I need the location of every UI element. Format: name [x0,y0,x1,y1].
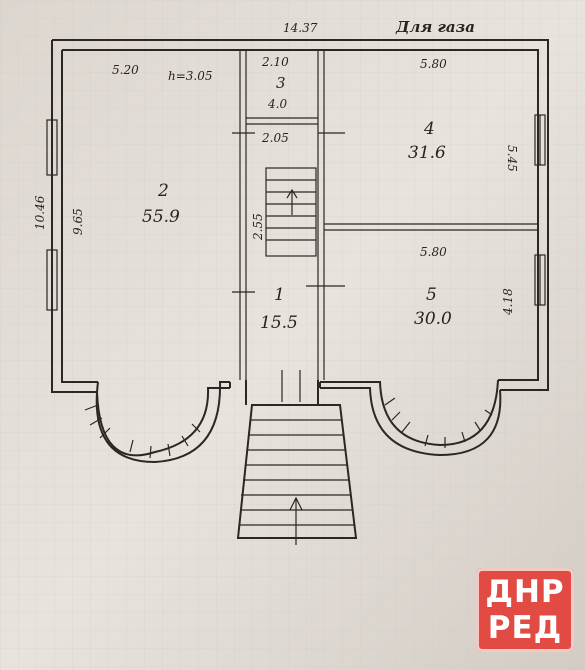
interior-walls [232,50,538,380]
dim-room2-top: 5.20 [112,63,139,77]
room-5-area: 30.0 [414,309,452,329]
windows [46,114,546,459]
dim-room4-side: 5.45 [505,145,519,172]
dim-overall-depth: 10.46 [33,195,47,230]
dim-total-width: 14.37 [283,21,318,35]
room-5-number: 5 [426,285,437,305]
dim-room5-side: 4.18 [501,288,515,316]
porch-staircase [236,370,358,545]
dim-room1-mid: 2.05 [261,131,289,145]
room-1-number: 1 [274,285,285,305]
room-4-number: 4 [423,119,435,139]
annotation-for-gas: Для газа [395,18,475,36]
dim-room3-top: 2.10 [261,55,289,69]
dim-room4-top: 5.80 [420,57,447,71]
dim-room2-side: 9.65 [71,208,85,235]
room-2-number: 2 [157,181,169,201]
room-2-area: 55.9 [142,207,180,227]
room-3-number: 3 [276,74,286,92]
room-4-area: 31.6 [408,143,446,163]
watermark-line2: РЕД [487,610,563,646]
dim-room5-top: 5.80 [420,245,447,259]
height-label: h=3.05 [168,69,213,83]
room-labels: 2 55.9 3 4.0 4 31.6 1 15.5 5 30.0 [142,74,452,333]
dim-stair-length: 2.55 [251,213,265,241]
watermark-logo: ДНР РЕД [476,568,574,652]
dimension-labels: 14.37 Для газа 5.20 h=3.05 2.10 5.80 2.0… [33,18,519,316]
room-3-area: 4.0 [267,97,287,111]
outer-walls [51,39,549,464]
room-1-area: 15.5 [260,313,298,333]
inner-staircase [265,167,317,257]
watermark-line1: ДНР [485,574,565,610]
